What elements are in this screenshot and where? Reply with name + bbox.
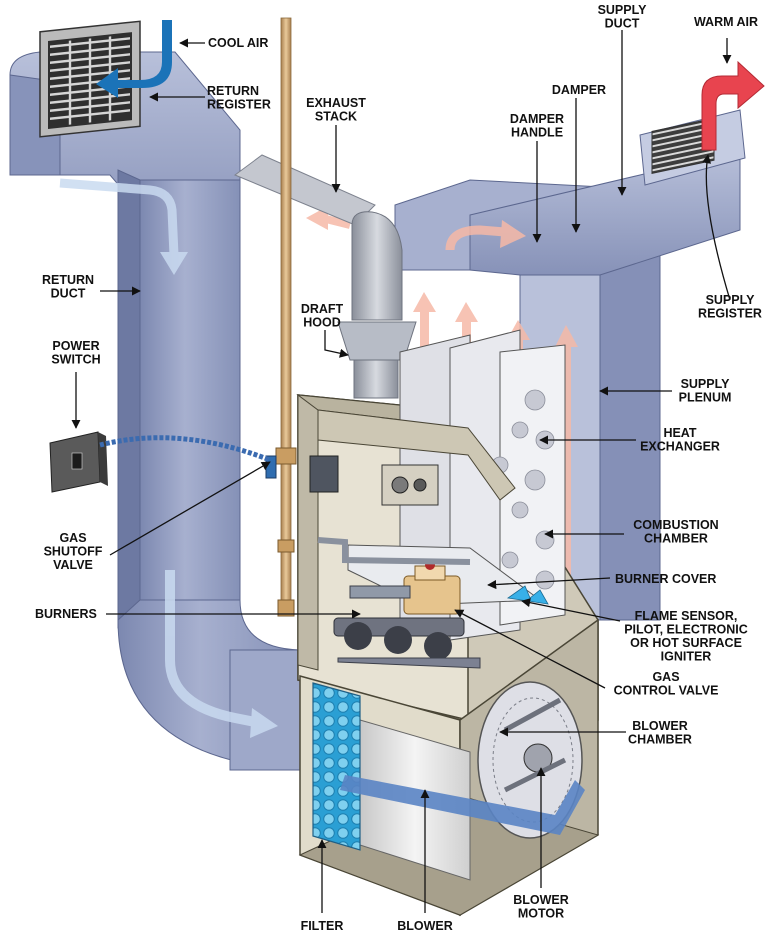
label-line: SUPPLY [598, 3, 648, 17]
label-line: DRAFT [301, 302, 344, 316]
label-line: SWITCH [51, 353, 100, 367]
label-line: CONTROL VALVE [614, 684, 719, 698]
label-line: OR HOT SURFACE [630, 636, 742, 650]
label-line: GAS [59, 531, 86, 545]
return-duct [9, 51, 301, 771]
control-box [381, 464, 439, 506]
label-line: DUCT [605, 17, 640, 31]
label-line: DAMPER [552, 83, 606, 97]
label-burner-cover: BURNER COVER [615, 572, 716, 586]
label-line: BLOWER [397, 919, 453, 933]
label-line: PILOT, ELECTRONIC [624, 623, 748, 637]
label-line: SUPPLY [681, 377, 731, 391]
flame-sensor [506, 585, 549, 605]
label-line: POWER [52, 339, 99, 353]
label-line: FLAME SENSOR, [635, 609, 738, 623]
warm-air-arrow [701, 60, 765, 151]
furnace-cabinet [265, 329, 600, 917]
exhaust-stack [233, 154, 417, 399]
label-line: EXCHANGER [640, 440, 720, 454]
label-line: BURNERS [35, 607, 97, 621]
label-filter: FILTER [301, 919, 344, 933]
label-cool-air: COOL AIR [208, 36, 268, 50]
gas-shutoff-valve [265, 447, 339, 617]
label-line: HANDLE [511, 126, 563, 140]
label-line: PLENUM [679, 391, 732, 405]
label-line: SHUTOFF [44, 545, 103, 559]
label-line: HOOD [303, 316, 341, 330]
label-blower: BLOWER [397, 919, 453, 933]
cool-air-arrow [96, 20, 172, 98]
label-line: VALVE [53, 558, 93, 572]
supply-duct [469, 109, 746, 276]
label-line: IGNITER [661, 650, 712, 664]
gas-pipe [280, 17, 292, 615]
label-line: REGISTER [698, 307, 762, 321]
leader-lines [71, 30, 732, 913]
label-line: WARM AIR [694, 15, 758, 29]
label-warm-air: WARM AIR [694, 15, 758, 29]
label-line: SUPPLY [706, 293, 756, 307]
label-line: DUCT [51, 287, 86, 301]
label-line: BURNER COVER [615, 572, 716, 586]
label-line: DAMPER [510, 112, 564, 126]
label-line: REGISTER [207, 98, 271, 112]
label-line: BLOWER [632, 719, 688, 733]
label-line: EXHAUST [306, 96, 366, 110]
power-switch [49, 431, 271, 493]
label-damper: DAMPER [552, 83, 606, 97]
label-line: MOTOR [518, 907, 564, 921]
label-line: FILTER [301, 919, 344, 933]
label-line: GAS [652, 670, 679, 684]
label-line: COOL AIR [208, 36, 268, 50]
label-line: RETURN [207, 84, 259, 98]
return-register [39, 20, 141, 138]
label-burners: BURNERS [35, 607, 97, 621]
label-line: CHAMBER [644, 532, 708, 546]
label-line: RETURN [42, 273, 94, 287]
label-line: CHAMBER [628, 733, 692, 747]
burners [333, 617, 481, 669]
label-line: BLOWER [513, 893, 569, 907]
gas-control-valve [349, 560, 461, 615]
filter [312, 682, 361, 851]
label-line: COMBUSTION [633, 518, 718, 532]
label-line: STACK [315, 110, 357, 124]
label-line: HEAT [663, 426, 696, 440]
